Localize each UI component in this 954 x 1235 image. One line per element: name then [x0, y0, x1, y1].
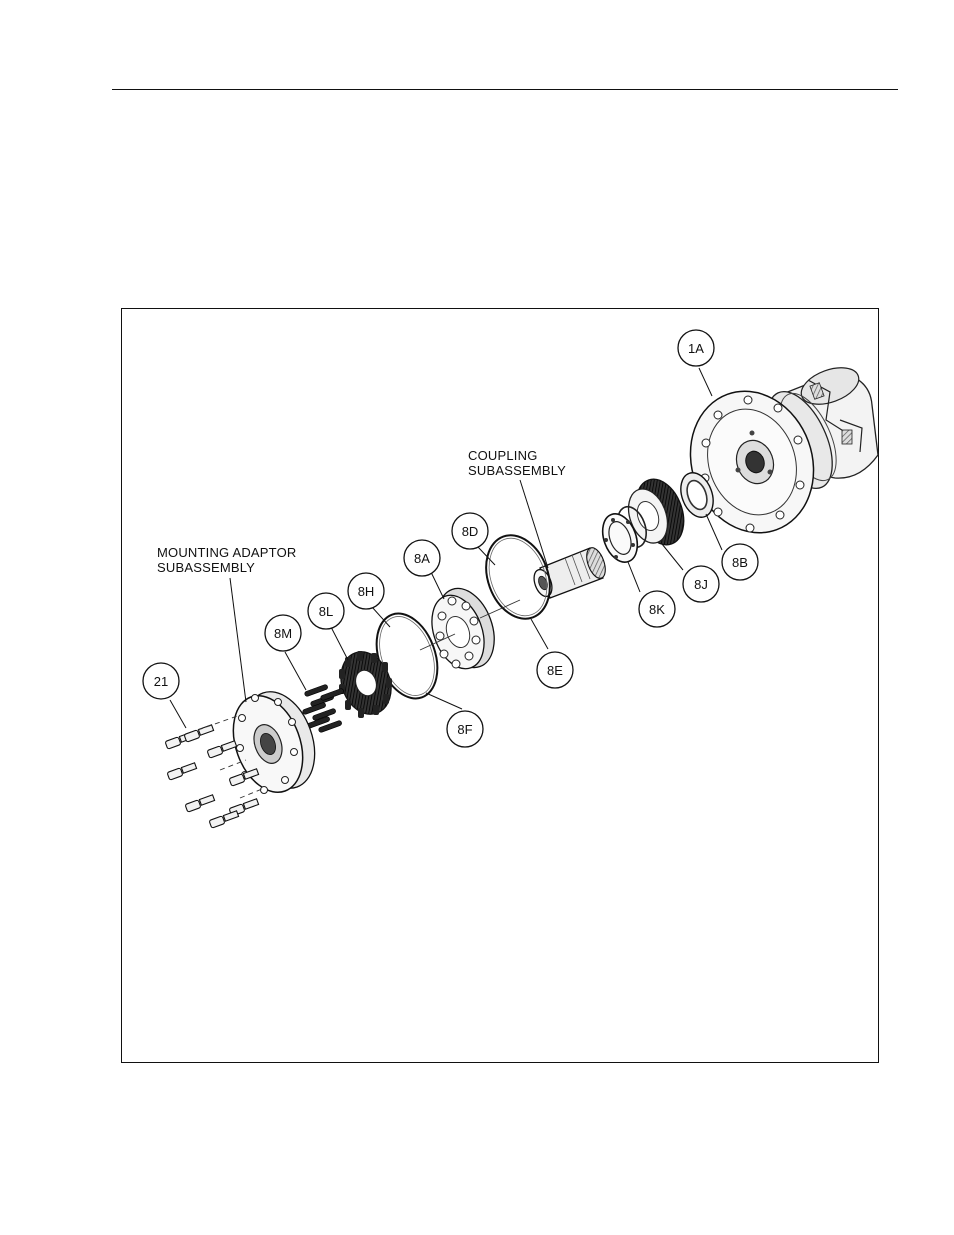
callout-8A: 8A: [404, 540, 440, 576]
svg-text:8F: 8F: [457, 722, 472, 737]
svg-text:8E: 8E: [547, 663, 563, 678]
callout-8J: 8J: [683, 566, 719, 602]
svg-text:8K: 8K: [649, 602, 665, 617]
svg-text:SUBASSEMBLY: SUBASSEMBLY: [468, 463, 566, 478]
svg-text:COUPLING: COUPLING: [468, 448, 538, 463]
svg-text:SUBASSEMBLY: SUBASSEMBLY: [157, 560, 255, 575]
svg-text:8B: 8B: [732, 555, 748, 570]
housing-1A: [671, 361, 878, 550]
callout-8M: 8M: [265, 615, 301, 651]
callout-1A: 1A: [678, 330, 714, 366]
callout-8B: 8B: [722, 544, 758, 580]
callout-8F: 8F: [447, 711, 483, 747]
coupling-shaft: [531, 545, 609, 599]
svg-text:21: 21: [154, 674, 168, 689]
svg-text:MOUNTING ADAPTOR: MOUNTING ADAPTOR: [157, 545, 296, 560]
callout-8H: 8H: [348, 573, 384, 609]
callout-8K: 8K: [639, 591, 675, 627]
mounting-adaptor-subassembly-label: MOUNTING ADAPTOR SUBASSEMBLY: [157, 545, 296, 575]
svg-text:1A: 1A: [688, 341, 704, 356]
callout-8L: 8L: [308, 593, 344, 629]
svg-text:8L: 8L: [319, 604, 333, 619]
callout-21: 21: [143, 663, 179, 699]
callout-8E: 8E: [537, 652, 573, 688]
gear-rotor-8L: [333, 645, 400, 722]
callout-8D: 8D: [452, 513, 488, 549]
svg-text:8A: 8A: [414, 551, 430, 566]
coupling-subassembly-label: COUPLING SUBASSEMBLY: [468, 448, 566, 478]
svg-text:8H: 8H: [358, 584, 375, 599]
svg-text:8J: 8J: [694, 577, 708, 592]
svg-text:8D: 8D: [462, 524, 479, 539]
svg-text:8M: 8M: [274, 626, 292, 641]
